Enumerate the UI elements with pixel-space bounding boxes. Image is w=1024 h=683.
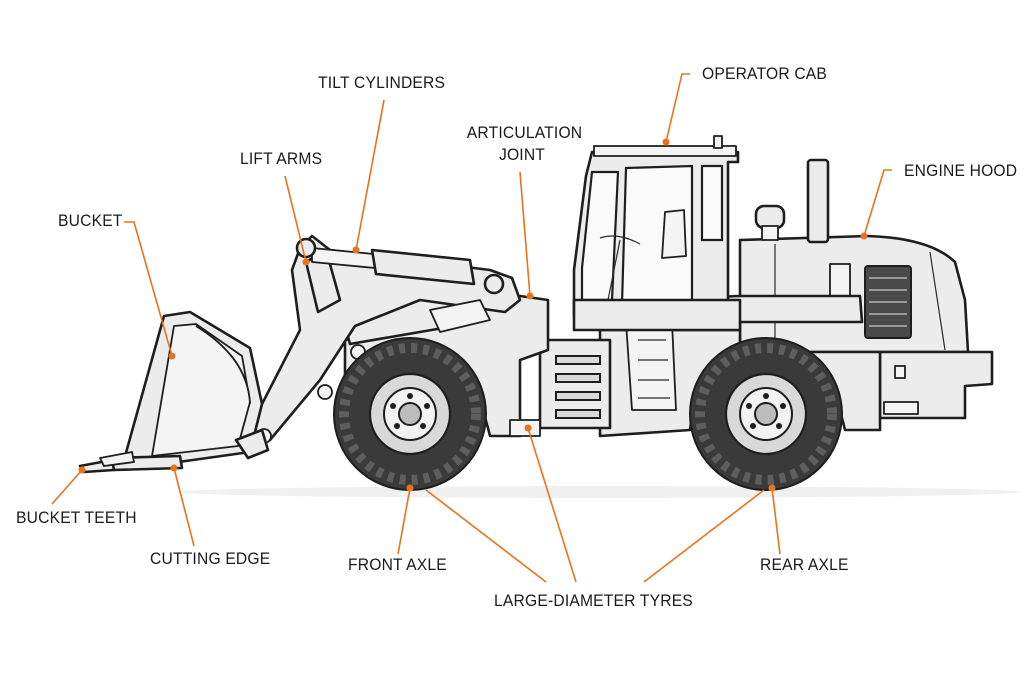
arm-frame-pin xyxy=(483,273,505,295)
cab-roof xyxy=(593,145,737,157)
rear-window xyxy=(700,164,724,242)
cab-base xyxy=(572,298,742,332)
leader-lift-arms xyxy=(284,175,307,263)
label-articulation-line1: ARTICULATION xyxy=(466,123,583,142)
label-rear-axle: REAR AXLE xyxy=(760,555,849,574)
engine-hood-shape xyxy=(738,234,970,354)
operator-cab xyxy=(572,135,742,332)
label-operator-cab: OPERATOR CAB xyxy=(702,64,828,83)
leader-articulation-joint xyxy=(519,171,531,297)
leader-engine-hood xyxy=(863,169,892,237)
leader-rear-axle xyxy=(771,487,781,555)
leader-lines xyxy=(51,73,892,583)
leader-tyres-mid xyxy=(527,427,577,583)
tail-light xyxy=(894,365,906,379)
leader-tyres-rear xyxy=(643,489,765,583)
bucket-assembly xyxy=(78,310,270,474)
leader-operator-cab xyxy=(665,73,690,143)
seat xyxy=(661,209,687,259)
label-articulation-joint: ARTICULATION JOINT xyxy=(466,122,583,166)
exhaust-stack xyxy=(806,158,830,244)
rear-wheel xyxy=(689,337,843,491)
air-precleaner xyxy=(754,204,786,230)
leader-bucket-teeth xyxy=(51,469,83,505)
access-ladder xyxy=(625,321,677,411)
rear-hub xyxy=(754,402,778,426)
tilt-cylinder-body xyxy=(370,248,476,286)
lift-arm-assembly xyxy=(226,234,522,454)
label-cutting-edge: CUTTING EDGE xyxy=(150,549,271,568)
label-bucket: BUCKET xyxy=(58,211,123,230)
beacon xyxy=(713,135,723,149)
ground-shadow xyxy=(180,486,1020,498)
front-hub xyxy=(398,402,422,426)
leader-tilt-cylinders xyxy=(355,99,385,251)
label-front-axle: FRONT AXLE xyxy=(348,555,447,574)
label-tilt-cylinders: TILT CYLINDERS xyxy=(318,73,446,92)
leader-cutting-edge xyxy=(173,467,195,547)
label-lift-arms: LIFT ARMS xyxy=(240,149,323,168)
leader-tyres-front xyxy=(425,489,547,583)
rear-step xyxy=(883,401,919,415)
precleaner-stem xyxy=(761,225,779,241)
lift-cylinder xyxy=(429,299,491,333)
leader-front-axle xyxy=(397,487,411,555)
label-bucket-teeth: BUCKET TEETH xyxy=(16,508,137,527)
steering-wheel xyxy=(599,235,641,245)
label-articulation-line2: JOINT xyxy=(498,145,546,164)
front-wheel xyxy=(333,337,487,491)
bucket-lug xyxy=(234,428,270,460)
articulation-section xyxy=(523,307,612,430)
upper-pivot-pin xyxy=(295,237,317,259)
label-engine-hood: ENGINE HOOD xyxy=(904,161,1018,180)
leader-bucket xyxy=(124,221,173,357)
label-large-diameter-tyres: LARGE-DIAMETER TYRES xyxy=(494,591,693,610)
